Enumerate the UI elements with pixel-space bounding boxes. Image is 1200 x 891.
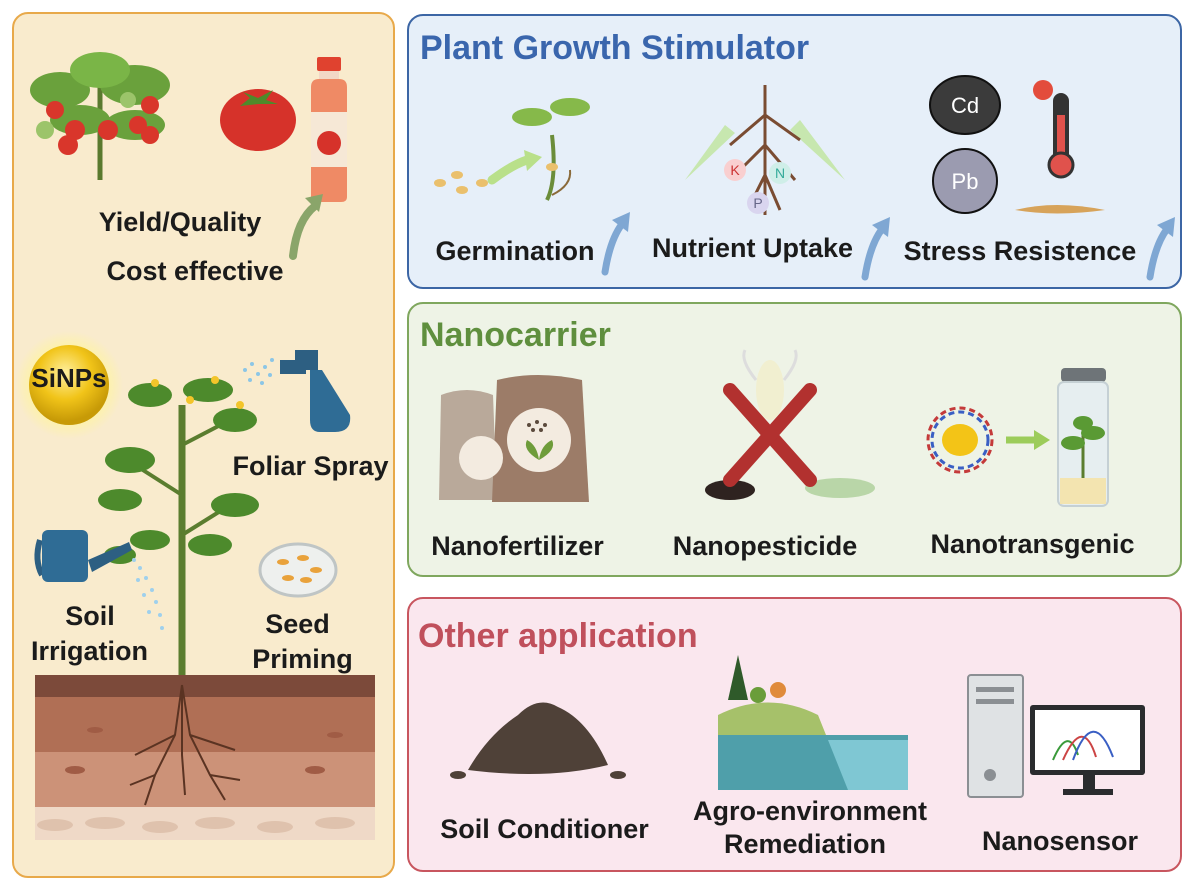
tomato-icon bbox=[220, 89, 296, 151]
remediation-label: Remediation bbox=[723, 829, 887, 859]
soil-conditioner-label: Soil Conditioner bbox=[440, 814, 649, 844]
fertilizer-bags-icon bbox=[439, 375, 589, 502]
yield-quality-label: Yield/Quality bbox=[98, 207, 262, 237]
nutrient-uptake-label: Nutrient Uptake bbox=[651, 233, 854, 263]
stress-resistence-label: Stress Resistence bbox=[903, 236, 1137, 266]
seed-priming-label-line2: Priming bbox=[252, 644, 353, 674]
sinps-label: SiNPs bbox=[31, 363, 107, 393]
increase-arrow-icon bbox=[289, 194, 323, 260]
germinating-seed-icon bbox=[434, 98, 590, 201]
soil-pile-icon bbox=[450, 702, 626, 779]
computer-sensor-icon bbox=[967, 674, 1145, 798]
seed-priming-label-line1: Seed bbox=[265, 609, 330, 639]
tomato-plant-icon bbox=[30, 52, 170, 180]
foliar-spray-label: Foliar Spray bbox=[232, 451, 389, 481]
watering-can-icon bbox=[34, 530, 164, 630]
spray-bottle-icon bbox=[243, 350, 351, 432]
nutrient-n-text: N bbox=[775, 165, 785, 181]
nanosensor-label: Nanosensor bbox=[981, 826, 1139, 856]
cost-effective-label: Cost effective bbox=[106, 256, 284, 286]
cd-metal-text: Cd bbox=[951, 93, 979, 118]
soil-irrigation-label-line2: Irrigation bbox=[30, 636, 148, 666]
sinps-nanoparticle-icon bbox=[15, 331, 123, 439]
crossed-pests-icon bbox=[705, 349, 875, 500]
nanofertilizer-label: Nanofertilizer bbox=[431, 531, 604, 561]
growth-arrow-1-icon bbox=[601, 212, 630, 276]
soil-irrigation-label-line1: Soil bbox=[65, 601, 115, 631]
petri-dish-seeds-icon bbox=[258, 542, 338, 598]
plant-growth-stimulator-panel bbox=[407, 14, 1182, 289]
nutrient-k-text: K bbox=[730, 162, 740, 178]
nanotransgenic-icon bbox=[926, 368, 1109, 507]
root-nutrient-uptake-icon: K N P bbox=[685, 85, 845, 215]
nutrient-p-text: P bbox=[753, 195, 762, 211]
soil-layers-icon bbox=[35, 675, 375, 840]
tomato-juice-bottle-icon bbox=[311, 57, 347, 202]
agro-environment-label: Agro-environment bbox=[692, 796, 927, 826]
growth-arrow-2-icon bbox=[861, 217, 890, 281]
germination-label: Germination bbox=[435, 236, 595, 266]
agro-environment-landscape-icon bbox=[718, 655, 908, 790]
nanocarrier-title: Nanocarrier bbox=[420, 316, 611, 354]
plant-growth-stimulator-title: Plant Growth Stimulator bbox=[420, 29, 810, 67]
nanopesticide-label: Nanopesticide bbox=[672, 531, 858, 561]
plant-icon bbox=[98, 376, 259, 695]
other-application-title: Other application bbox=[418, 617, 698, 655]
stress-factors-icon: Cd Pb bbox=[929, 75, 1105, 214]
pb-metal-text: Pb bbox=[952, 169, 979, 194]
nanotransgenic-label: Nanotransgenic bbox=[930, 529, 1135, 559]
growth-arrow-3-icon bbox=[1146, 217, 1175, 281]
